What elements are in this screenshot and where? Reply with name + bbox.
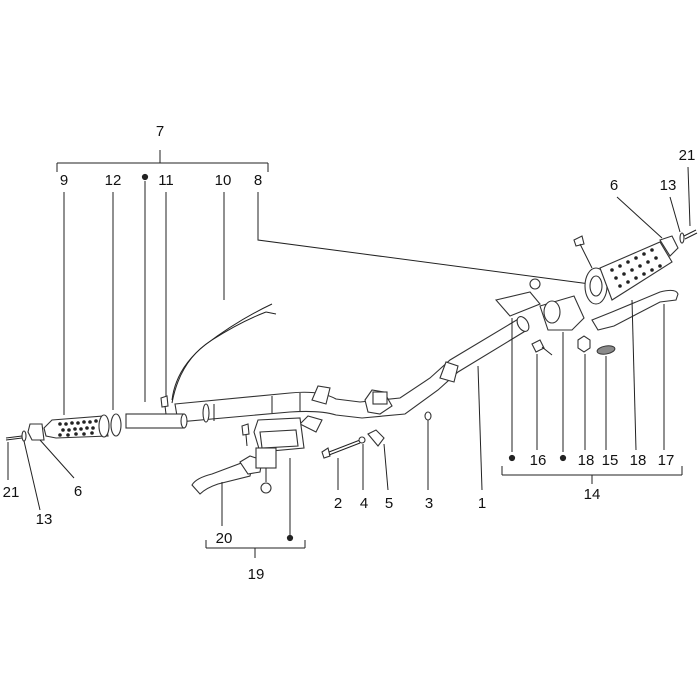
callout-8: 8 bbox=[254, 172, 262, 189]
throttle-cable-sheath bbox=[171, 311, 267, 404]
callout-7: 7 bbox=[156, 123, 164, 140]
callout-dot bbox=[508, 454, 516, 462]
callout-1: 1 bbox=[478, 495, 486, 512]
callout-9: 9 bbox=[60, 172, 68, 189]
callout-12: 12 bbox=[105, 172, 122, 189]
callout-20: 20 bbox=[216, 530, 233, 547]
callout-18-a: 18 bbox=[578, 452, 595, 469]
throttle-cable bbox=[171, 303, 273, 401]
callout-18-b: 18 bbox=[630, 452, 647, 469]
bracket-group-14 bbox=[501, 466, 683, 484]
grip-dots-right bbox=[610, 248, 662, 288]
callout-17: 17 bbox=[658, 452, 675, 469]
callout-5: 5 bbox=[385, 495, 393, 512]
left-grip-assembly bbox=[5, 395, 188, 442]
handlebar-tube bbox=[174, 316, 530, 433]
callout-21-right: 21 bbox=[679, 147, 696, 164]
right-grip-assembly bbox=[494, 229, 698, 356]
bracket-group-7 bbox=[56, 150, 269, 172]
grip-dots-left bbox=[58, 419, 98, 437]
left-brake-assembly bbox=[191, 417, 305, 495]
callout-14: 14 bbox=[584, 486, 601, 503]
bracket-group-19 bbox=[205, 458, 306, 558]
callout-13-left: 13 bbox=[36, 511, 53, 528]
callout-dot bbox=[286, 534, 294, 542]
callout-19: 19 bbox=[248, 566, 265, 583]
center-small-parts bbox=[321, 411, 432, 459]
callout-11: 11 bbox=[158, 172, 174, 189]
leader-lines-right bbox=[511, 299, 665, 452]
callout-6-left: 6 bbox=[74, 483, 82, 500]
callout-4: 4 bbox=[360, 495, 368, 512]
callout-16: 16 bbox=[530, 452, 547, 469]
callout-6-right: 6 bbox=[610, 177, 618, 194]
leader-lines-left bbox=[63, 181, 591, 415]
callout-3: 3 bbox=[425, 495, 433, 512]
callout-2: 2 bbox=[334, 495, 342, 512]
callout-13-right: 13 bbox=[660, 177, 677, 194]
callout-10: 10 bbox=[215, 172, 232, 189]
callout-15: 15 bbox=[602, 452, 619, 469]
callout-dot bbox=[141, 173, 149, 181]
callout-21-left: 21 bbox=[3, 484, 20, 501]
callout-dot bbox=[559, 454, 567, 462]
